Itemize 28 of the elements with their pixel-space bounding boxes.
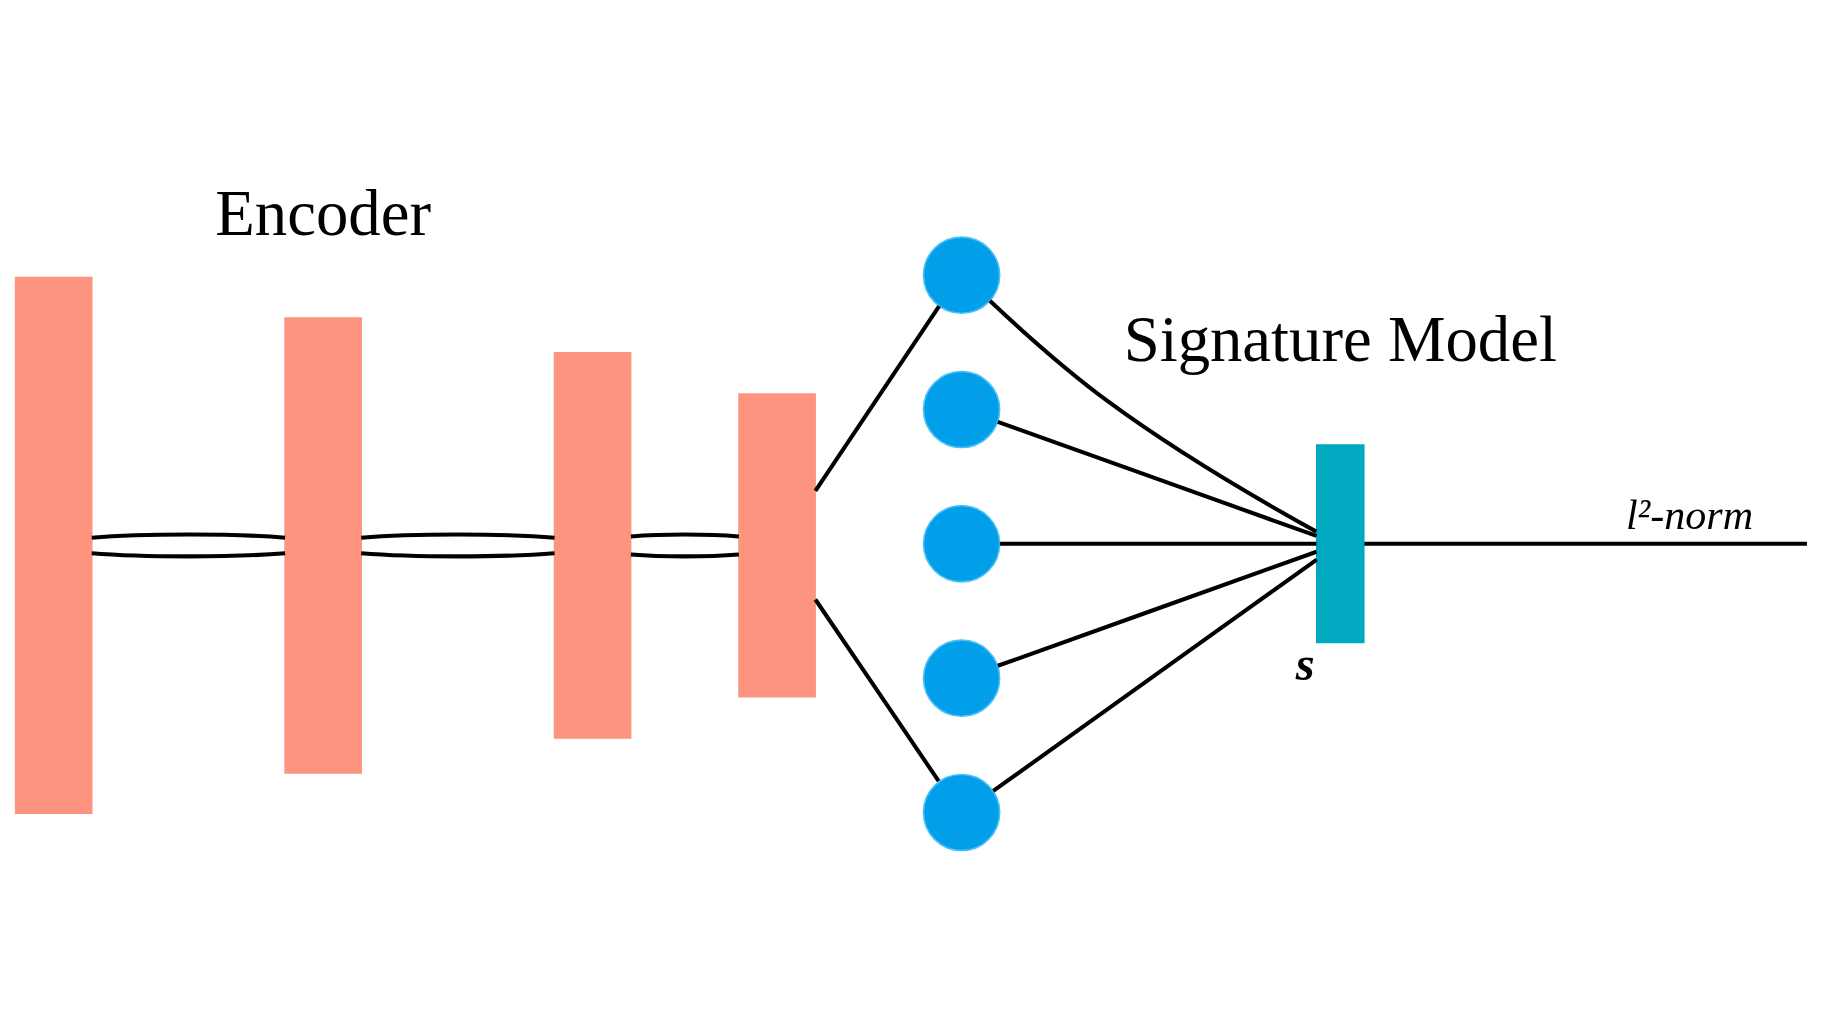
node-circle	[922, 504, 1001, 583]
connector	[361, 532, 555, 540]
connector	[992, 557, 1318, 793]
node-bar	[284, 316, 362, 774]
connector	[813, 304, 941, 492]
node-bar	[553, 351, 632, 739]
connector	[361, 550, 555, 558]
connector	[630, 532, 739, 538]
connector	[1364, 541, 1807, 546]
connector	[91, 532, 286, 540]
node-bar	[1316, 443, 1365, 643]
node-bar	[14, 276, 93, 814]
edge-label: l²-norm	[1625, 491, 1754, 538]
connector	[999, 541, 1317, 546]
label: Encoder	[215, 176, 431, 249]
node-circle	[922, 773, 1001, 851]
node-label: s	[1295, 636, 1315, 691]
connector	[630, 551, 739, 558]
connector	[813, 597, 941, 782]
node-bar	[738, 392, 816, 698]
label: Signature Model	[1123, 302, 1557, 375]
connector	[997, 549, 1318, 668]
connector	[988, 298, 1318, 533]
node-circle	[922, 235, 1001, 314]
connector	[997, 419, 1318, 538]
connector	[91, 550, 286, 558]
node-circle	[922, 638, 1001, 717]
node-circle	[922, 370, 1001, 448]
